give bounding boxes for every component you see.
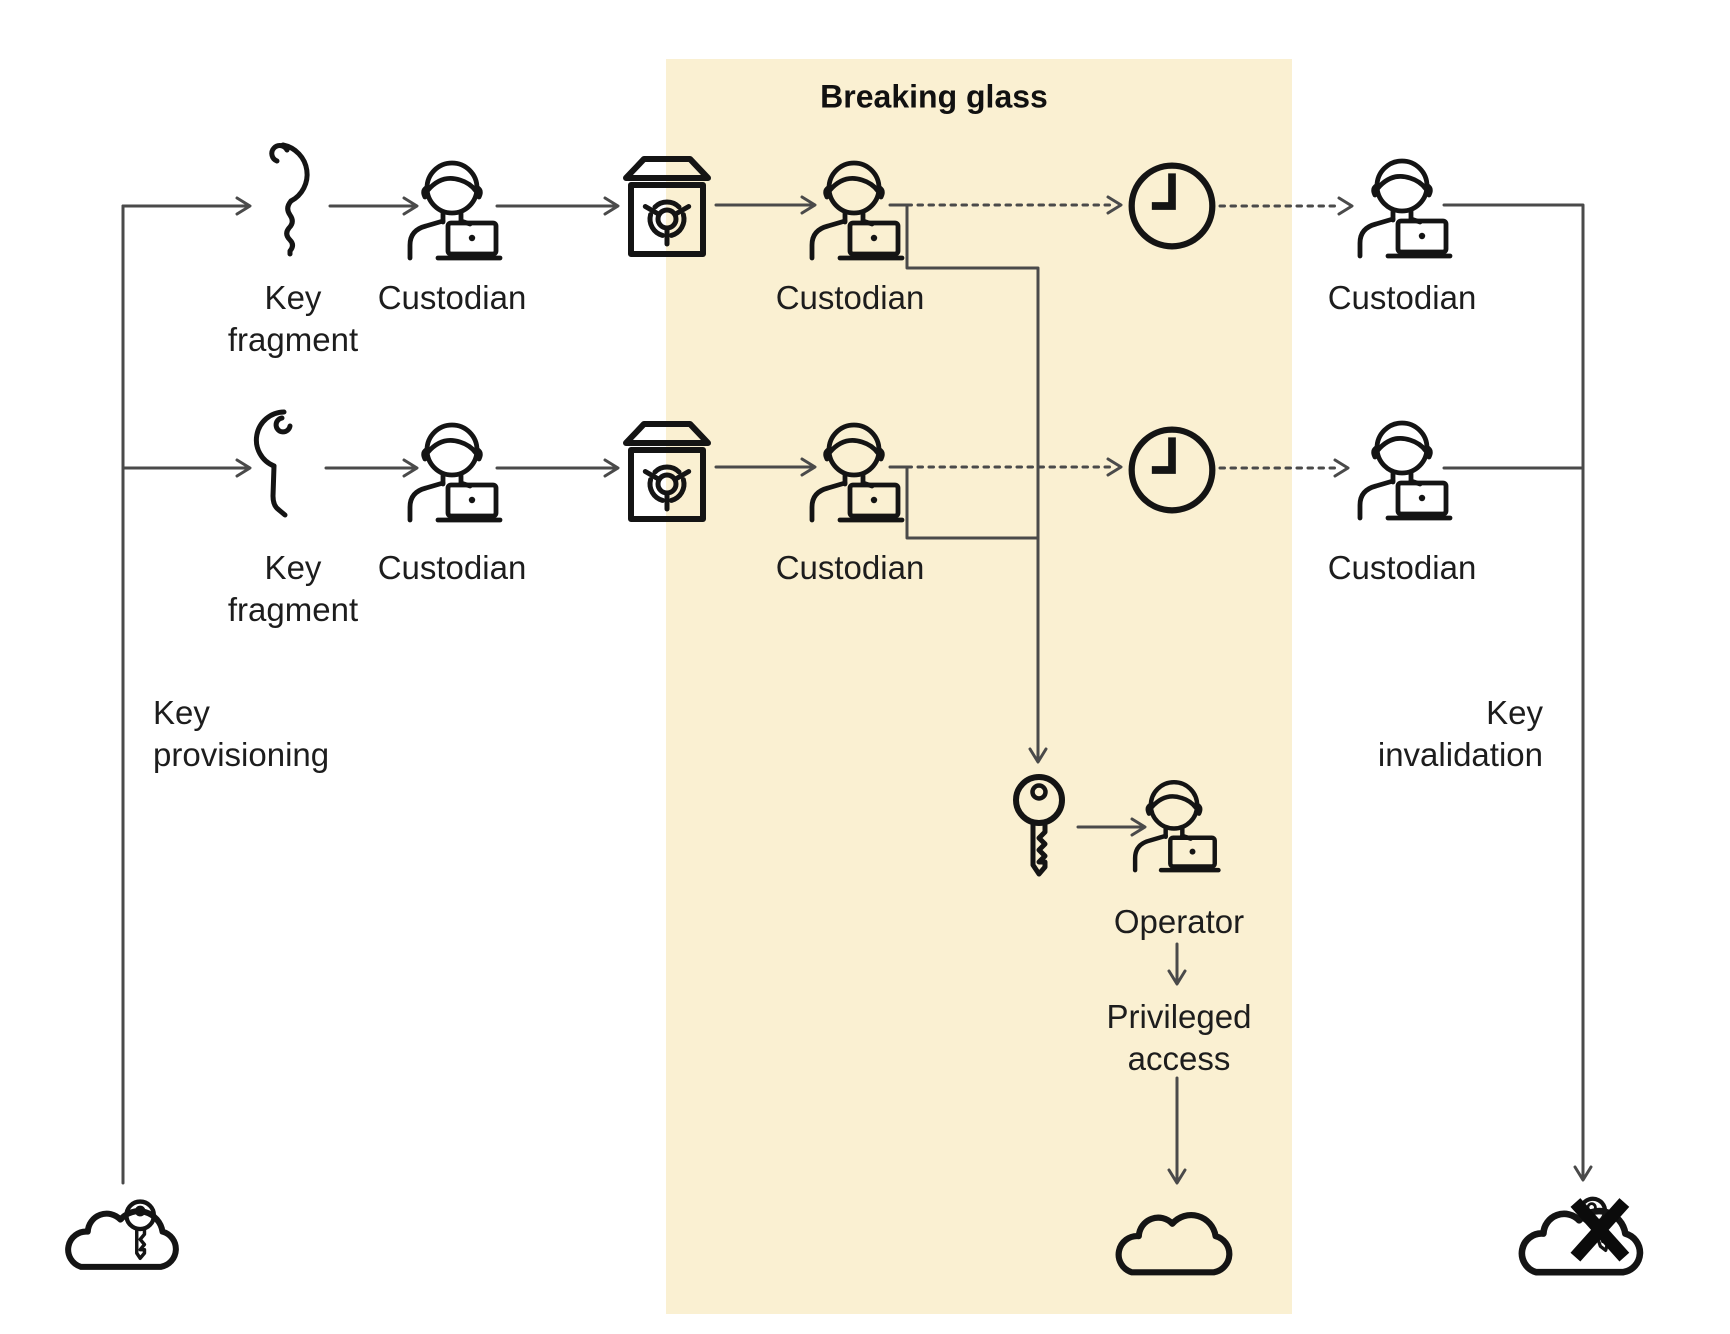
key-invalidation-line2: invalidation: [1377, 736, 1543, 773]
cloud-key-icon: [68, 1202, 176, 1267]
operator-icon: [1135, 782, 1218, 870]
right-invalidation-line: [1442, 203, 1593, 1182]
custodian-label-row2-left: Custodian: [377, 549, 527, 586]
custodian-label-row1-left: Custodian: [377, 279, 527, 316]
clock-icon: [1132, 166, 1213, 247]
arrow-key-to-operator: [1076, 817, 1147, 837]
half-key-left-icon: [256, 412, 290, 515]
cloud-icon: [1119, 1215, 1230, 1272]
key-fragment-label-row1: Key fragment: [228, 277, 358, 361]
arrow-row2-safe-to-custodian: [714, 457, 817, 477]
key-fragment-label-line1: Key: [264, 279, 322, 316]
key-fragment-label-line2: fragment: [227, 591, 359, 628]
key-invalidation-label: Key invalidation: [1378, 692, 1543, 776]
arrow-row1-to-fragment: [121, 196, 252, 216]
key-icon: [1016, 777, 1062, 874]
privileged-access-label: Privileged access: [1107, 996, 1252, 1080]
key-fragment-label-row2: Key fragment: [228, 547, 358, 631]
arrow-row2-fragment-to-custodian: [324, 458, 419, 478]
key-provisioning-label: Key provisioning: [153, 692, 329, 776]
clock-icon: [1132, 430, 1213, 511]
cloud-key-crossed-icon: [1522, 1196, 1640, 1273]
arrow-row2-custodian-to-safe: [495, 458, 620, 478]
custodian-icon: [410, 163, 500, 258]
privileged-access-line2: access: [1127, 1040, 1231, 1077]
custodian-icon: [812, 425, 902, 520]
safe-icon: [626, 424, 708, 519]
key-provisioning-line1: Key: [153, 694, 210, 731]
custodian-icon: [410, 425, 500, 520]
custodian-icon: [1360, 423, 1450, 518]
connector-lines: [121, 195, 1593, 1185]
breaking-glass-title: Breaking glass: [820, 78, 1048, 115]
key-invalidation-line1: Key: [1486, 694, 1543, 731]
custodian-label-row1-right: Custodian: [1327, 279, 1477, 316]
dashed-row2-custodian-arrowhead: [1333, 458, 1350, 478]
key-fragment-label-line1: Key: [264, 549, 322, 586]
arrow-row1-custodian-to-safe: [495, 196, 620, 216]
key-assembly-line-row2: [905, 465, 1040, 540]
arrow-row1-fragment-to-custodian: [328, 196, 419, 216]
operator-label: Operator: [1113, 903, 1245, 940]
half-key-right-icon: [272, 145, 307, 254]
custodian-label-row2-mid: Custodian: [775, 549, 925, 586]
dashed-row1-clock-arrowhead: [1106, 195, 1123, 215]
arrow-row1-safe-to-custodian: [714, 195, 817, 215]
custodian-label-row2-right: Custodian: [1327, 549, 1477, 586]
custodian-label-row1-mid: Custodian: [775, 279, 925, 316]
key-assembly-line-row1: [905, 203, 1048, 764]
custodian-icon: [1360, 161, 1450, 256]
arrow-row2-to-fragment: [121, 458, 252, 478]
privileged-access-line1: Privileged: [1106, 998, 1252, 1035]
key-provisioning-line2: provisioning: [153, 736, 330, 773]
dashed-row2-clock-arrowhead: [1106, 457, 1123, 477]
arrow-operator-to-privileged: [1167, 942, 1187, 986]
dashed-row1-custodian-arrowhead: [1337, 196, 1354, 216]
arrow-privileged-to-cloud: [1167, 1076, 1187, 1185]
key-fragment-label-line2: fragment: [227, 321, 359, 358]
safe-icon: [626, 159, 708, 254]
custodian-icon: [812, 163, 902, 258]
